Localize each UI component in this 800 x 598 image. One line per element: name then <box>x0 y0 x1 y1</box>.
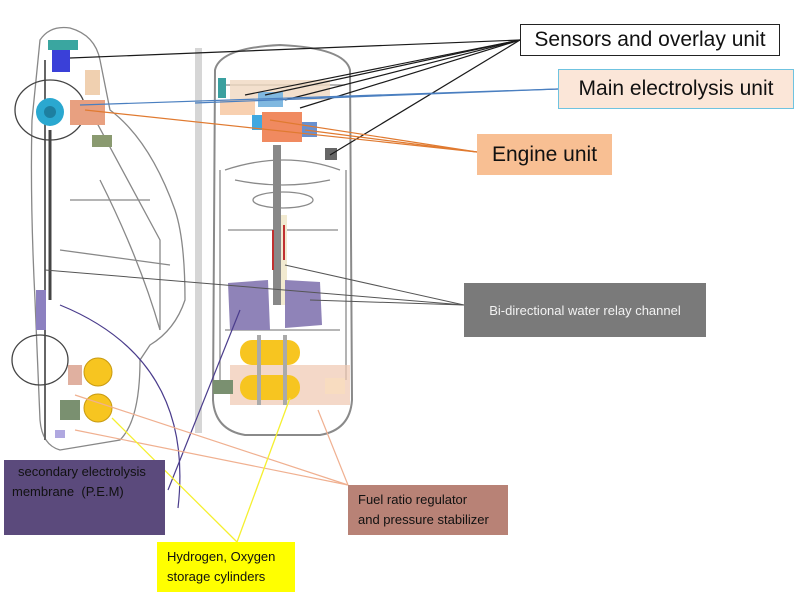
engine-leaders <box>84 109 478 153</box>
label-storage-cylinders: Hydrogen, Oxygen storage cylinders <box>157 542 295 592</box>
label-text-line1: Hydrogen, Oxygen <box>167 549 276 564</box>
tank-leaders <box>111 397 291 543</box>
water-leaders <box>44 264 465 306</box>
label-text: Sensors and overlay unit <box>534 28 766 51</box>
side-view-car <box>11 26 186 451</box>
leader-lines <box>44 39 559 543</box>
label-text-line1: Fuel ratio regulator <box>358 492 468 507</box>
label-text: Main electrolysis unit <box>578 77 774 100</box>
label-text: Engine unit <box>491 142 598 166</box>
side-rear-components <box>36 290 113 438</box>
label-text-line2: membrane (P.E.M) <box>12 484 124 499</box>
label-text-line2: and pressure stabilizer <box>358 512 489 527</box>
top-view-components <box>213 78 350 405</box>
pem-leaders <box>59 304 241 509</box>
label-main-electrolysis-unit: Main electrolysis unit <box>558 69 794 109</box>
label-fuel-ratio-regulator: Fuel ratio regulator and pressure stabil… <box>348 485 508 535</box>
label-engine-unit: Engine unit <box>477 134 612 175</box>
label-sensors-overlay-unit: Sensors and overlay unit <box>520 24 780 56</box>
label-text-line2: storage cylinders <box>167 569 266 584</box>
label-secondary-electrolysis-membrane: secondary electrolysis membrane (P.E.M) <box>4 460 165 535</box>
view-divider <box>195 48 202 433</box>
main-electrolysis-leaders <box>79 88 559 106</box>
label-text: Bi-directional water relay channel <box>489 302 681 318</box>
fuel-leaders <box>74 394 349 486</box>
sensors-leaders <box>69 39 521 156</box>
label-text-line1: secondary electrolysis <box>18 464 146 479</box>
label-water-relay-channel: Bi-directional water relay channel <box>464 283 706 337</box>
